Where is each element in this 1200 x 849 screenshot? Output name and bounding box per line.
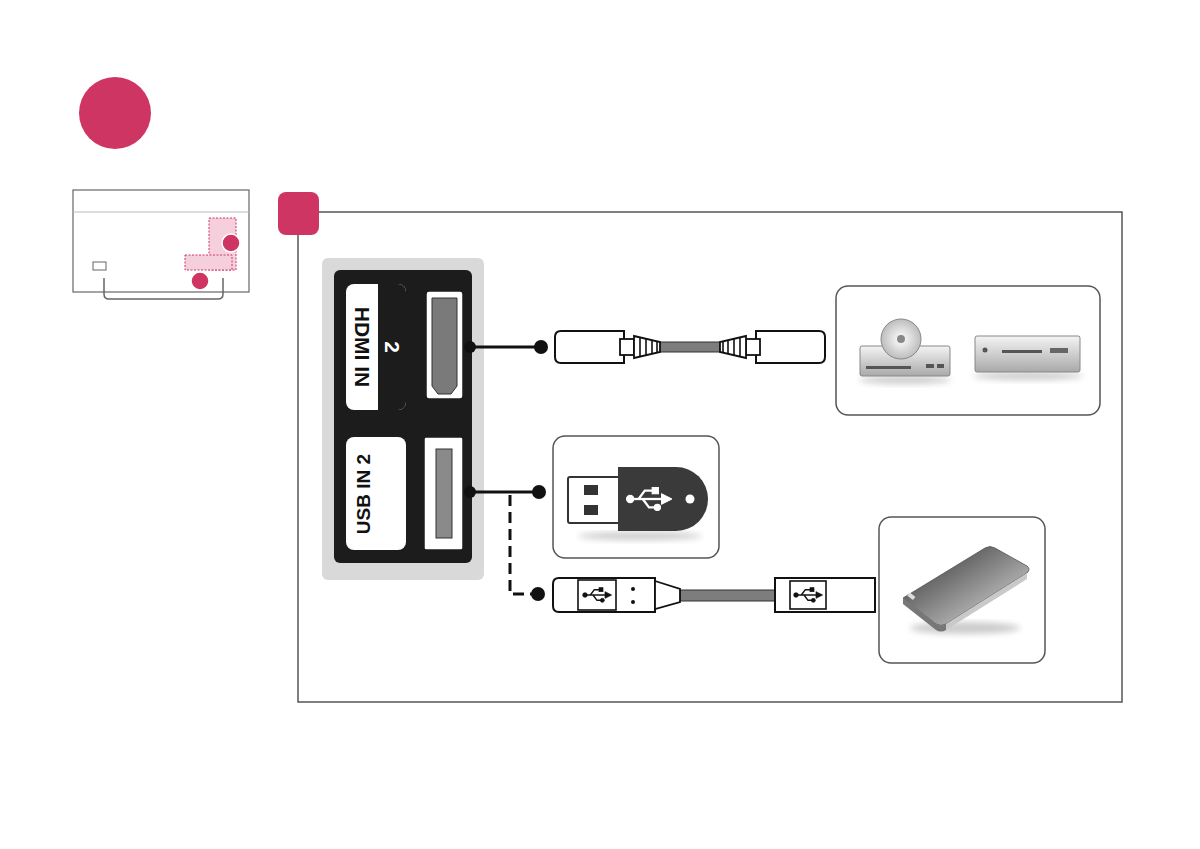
port-name: 2 xyxy=(382,341,403,353)
port-panel-inner xyxy=(334,270,472,563)
hdmi-cable xyxy=(555,331,825,363)
source-devices xyxy=(836,286,1100,415)
hdmi-port xyxy=(426,291,463,399)
usb-cable xyxy=(553,578,875,612)
port-name: HDMI IN xyxy=(352,307,373,388)
label-slot: HDMI IN xyxy=(346,284,378,410)
usb-memory-stick xyxy=(553,436,719,558)
section-tab xyxy=(278,192,319,235)
usb-symbol xyxy=(380,472,404,516)
step-circle xyxy=(79,77,151,149)
label-slot: USB IN 2 xyxy=(348,437,378,550)
hdmi-lead xyxy=(464,340,548,354)
usb-port xyxy=(424,437,463,550)
port-panel xyxy=(322,258,484,580)
external-hdd xyxy=(879,517,1045,663)
tv-back-thumbnail xyxy=(73,190,249,299)
port-label: USB IN 2 xyxy=(346,437,406,550)
port-name: USB IN 2 xyxy=(354,453,373,533)
usb-lead xyxy=(464,485,546,601)
label-slot: 2 xyxy=(378,284,406,410)
port-label: HDMI IN 2 xyxy=(346,284,406,410)
section-frame xyxy=(298,212,1122,702)
